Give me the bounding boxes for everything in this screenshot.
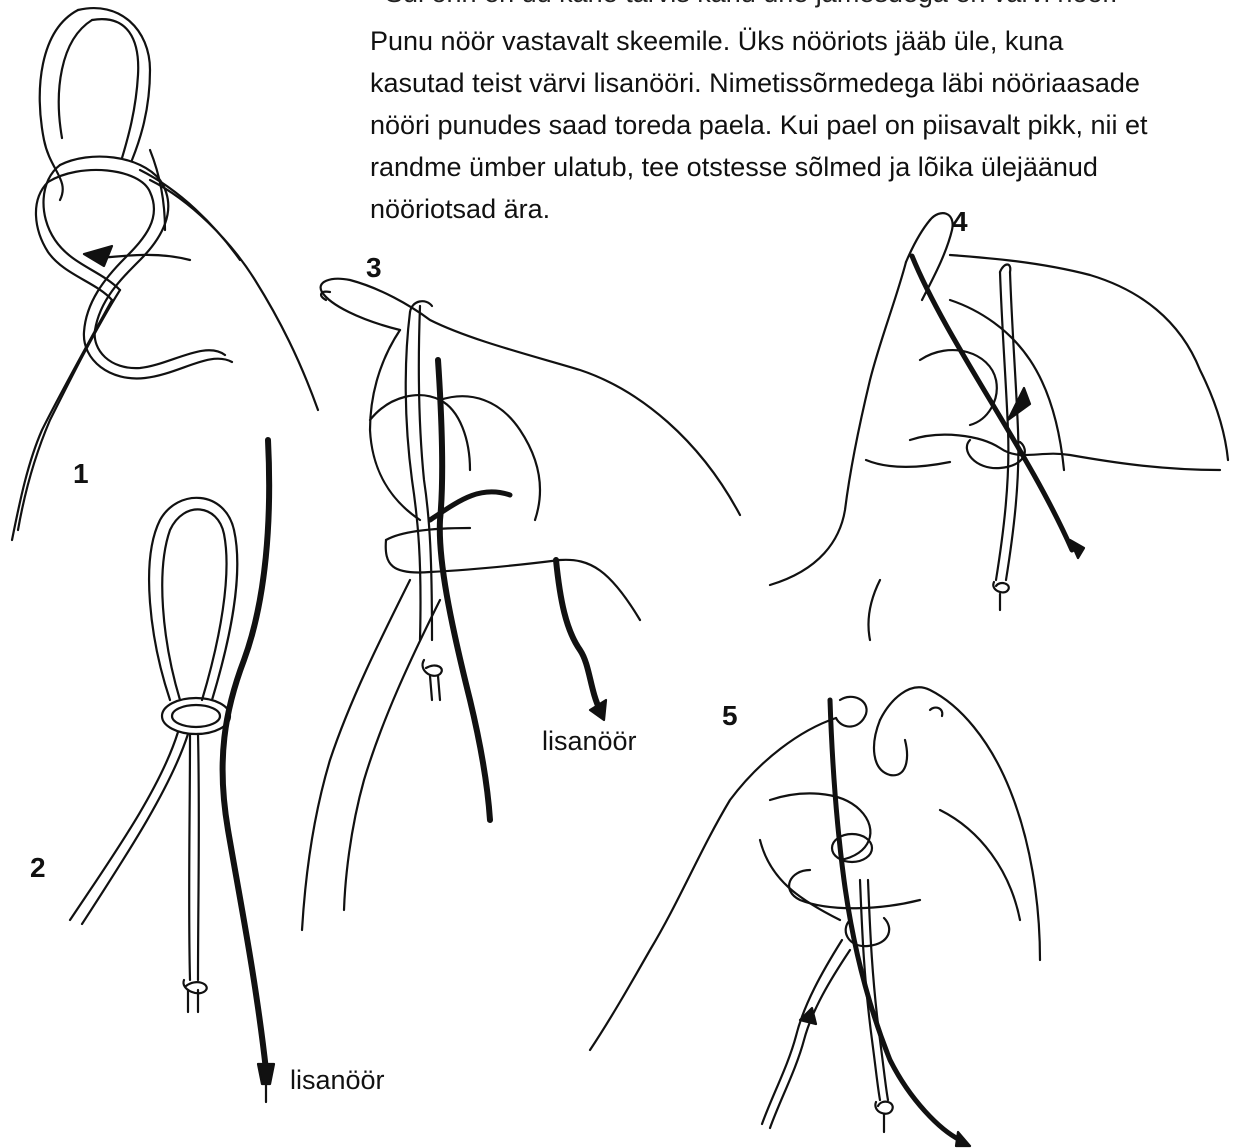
step-5-pulling-cords-illustration bbox=[590, 687, 1040, 1146]
extra-cord-label-step-2: lisanöör bbox=[290, 1065, 385, 1096]
step-number-1: 1 bbox=[73, 458, 89, 490]
step-4-fingers-illustration bbox=[770, 213, 1228, 640]
step-2-loop-extra-cord-illustration bbox=[70, 440, 274, 1102]
step-number-2: 2 bbox=[30, 852, 46, 884]
step-3-hand-weaving-illustration bbox=[302, 279, 740, 930]
step-number-5: 5 bbox=[722, 700, 738, 732]
step-number-3: 3 bbox=[366, 252, 382, 284]
step-1-loop-knot-illustration bbox=[12, 8, 318, 540]
step-number-4: 4 bbox=[952, 206, 968, 238]
extra-cord-label-step-3: lisanöör bbox=[542, 726, 637, 757]
